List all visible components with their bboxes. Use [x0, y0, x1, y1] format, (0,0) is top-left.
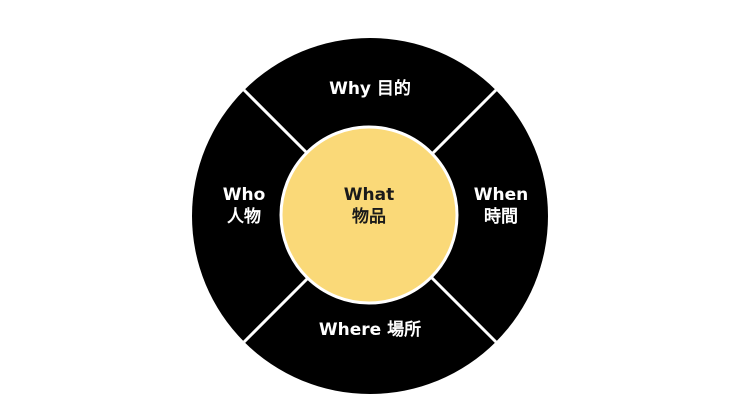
segment-why-label: Why 目的	[329, 78, 411, 100]
who-text: Who	[222, 185, 266, 205]
when-text-zh: 時間	[484, 207, 518, 227]
segment-where-label: Where 場所	[319, 319, 421, 341]
segment-when-label: When 時間	[474, 184, 529, 228]
segment-who-label: Who 人物	[223, 184, 266, 228]
center-what-label: What 物品	[344, 184, 394, 228]
who-text-zh: 人物	[226, 207, 261, 227]
when-text: When	[473, 185, 529, 205]
divider-bottom-left	[242, 276, 310, 344]
where-text: Where 場所	[318, 320, 422, 340]
what-text-zh: 物品	[351, 207, 386, 227]
divider-top-right	[430, 88, 498, 156]
what-text: What	[343, 185, 395, 205]
divider-bottom-right	[430, 276, 498, 344]
center-circle	[279, 125, 459, 305]
divider-top-left	[242, 88, 310, 156]
why-text: Why 目的	[329, 79, 411, 99]
